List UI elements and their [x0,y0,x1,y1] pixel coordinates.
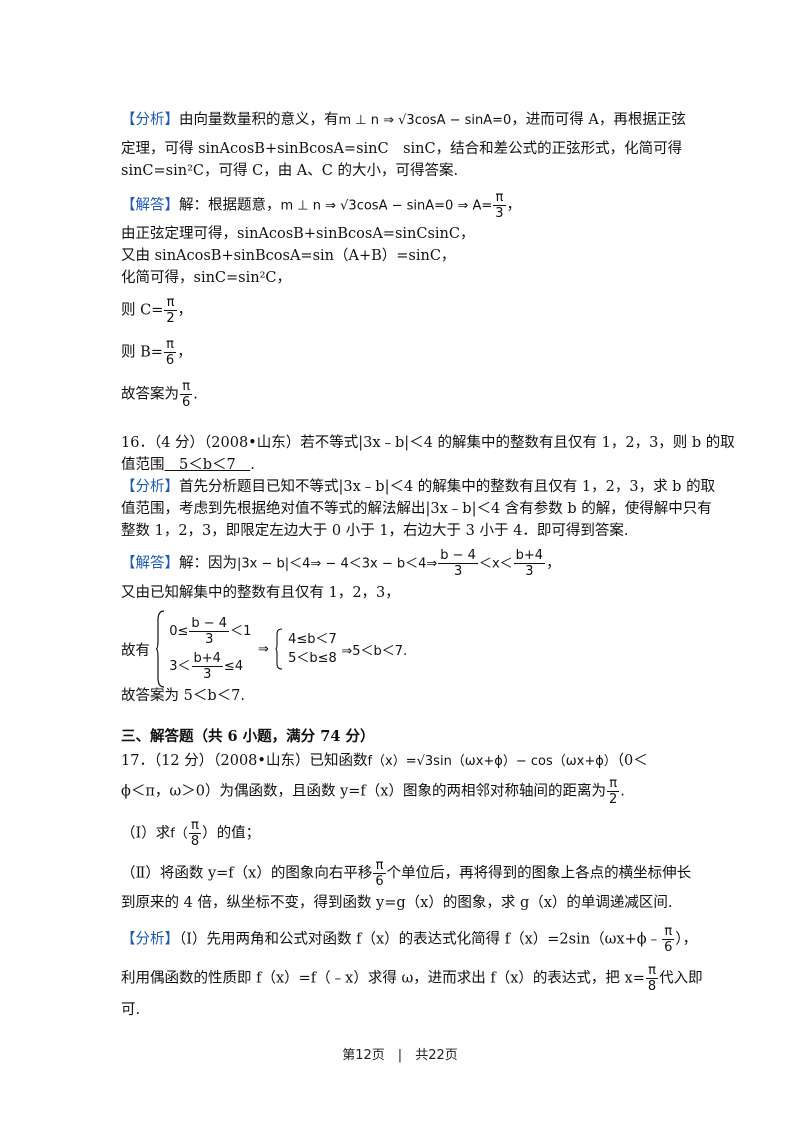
q16-question-line-1: 16．（4 分）（2008•山东）若不等式|3x﹣b|＜4 的解集中的整数有且仅… [121,435,735,451]
page-footer: 第12页 | 共22页 [342,1048,458,1063]
analysis-tag: 【分析】 [121,112,179,128]
text: 解：根据题意， [179,197,281,214]
math-expression: |3x − b|＜4⇒ − 4＜3x − b＜4⇒ [237,556,438,572]
q15-solution-line-2: 由正弦定理可得，sinAcosB+sinBcosA=sinCsinC， [121,226,475,242]
solution-tag: 【解答】 [121,197,179,214]
q16-solution-line-2: 又由已知解集中的整数有且仅有 1，2，3， [121,585,400,601]
answer-blank: 5＜b＜7 [164,457,251,473]
q17-analysis-line-3: 可. [121,1002,141,1018]
q15-solution-line-1: 【解答】解：根据题意，m ⊥ n ⇒ √3cosA − sinA=0 ⇒ A=π… [121,190,522,221]
q16-analysis-line-2: 值范围，考虑到先根据绝对值不等式的解法解出|3x﹣b|＜4 含有参数 b 的解，… [121,501,712,517]
q15-analysis-line-3: sinC=sin²C，可得 C，由 A、C 的大小，可得答案. [121,163,459,179]
left-brace-icon [155,610,164,688]
analysis-tag: 【分析】 [121,931,179,948]
q17-analysis-line-1: 【分析】（Ⅰ）先用两角和公式对函数 f（x）的表达式化简得 f（x）=2sin（… [121,924,698,955]
text: 由向量数量积的意义，有 [179,112,339,128]
solution-tag: 【解答】 [121,555,179,572]
q17-analysis-line-2: 利用偶函数的性质即 f（x）=f（﹣x）求得 ω，进而求出 f（x）的表达式，把… [121,963,703,994]
q15-solution-line-4: 化简可得，sinC=sin²C， [121,270,291,286]
q17-question-line-1: 17．（12 分）（2008•山东）已知函数f（x）=√3sin（ωx+ϕ）− … [121,753,648,769]
math-expression: m ⊥ n ⇒ √3cosA − sinA=0 ⇒ A= [280,198,493,214]
q16-solution-answer: 故答案为 5＜b＜7. [121,688,245,704]
system-results: 4≤b＜7 5＜b≤8 [288,632,337,666]
q16-analysis-line-1: 【分析】首先分析题目已知不等式|3x﹣b|＜4 的解集中的整数有且仅有 1，2，… [121,479,716,495]
section-title: 三、解答题（共 6 小题，满分 74 分） [121,728,375,745]
math-expression: m ⊥ n ⇒ √3cosA − sinA=0 [338,113,512,128]
left-brace-icon [275,628,283,670]
q16-analysis-line-3: 整数 1，2，3，即限定左边大于 0 小于 1，右边大于 3 小于 4．即可得到… [121,523,629,539]
q15-solution-line-3: 又由 sinAcosB+sinBcosA=sin（A+B）=sinC， [121,248,456,264]
analysis-tag: 【分析】 [121,479,179,495]
q17-part-2-line-2: 到原来的 4 倍，纵坐标不变，得到函数 y=g（x）的图象，求 g（x）的单调递… [121,895,673,911]
q16-question-line-2: 值范围 5＜b＜7 . [121,457,255,473]
math-expression: f（x）=√3sin（ωx+ϕ）− cos（ωx+ϕ） [367,754,617,769]
text: ，进而可得 A，再根据正弦 [511,112,686,128]
q15-analysis-line-2: 定理，可得 sinAcosB+sinBcosA=sinC sinC，结合和差公式… [121,141,683,157]
q15-analysis-line-1: 【分析】由向量数量积的意义，有m ⊥ n ⇒ √3cosA − sinA=0，进… [121,110,686,131]
system-brace [155,610,165,688]
